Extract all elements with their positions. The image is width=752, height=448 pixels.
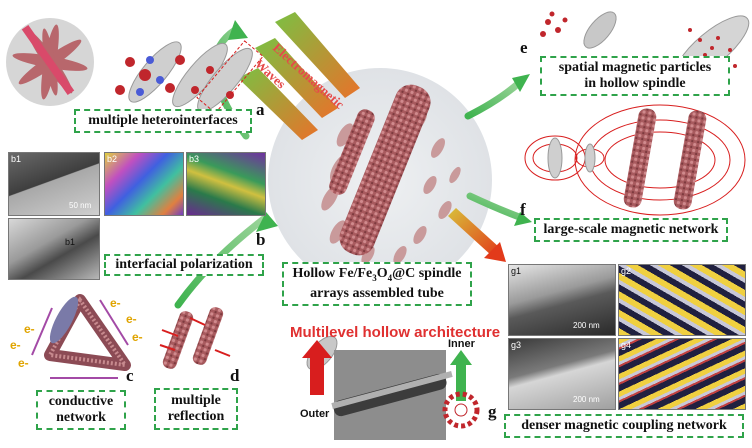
panel-f-letter: f	[520, 200, 526, 219]
inner-label: Inner	[448, 338, 475, 350]
panel-b-letter: b	[256, 230, 266, 249]
panel-a-label-text: multiple heterointerfaces	[88, 113, 238, 128]
micrograph-tag: b1	[65, 237, 76, 247]
title-part: Hollow Fe/Fe	[292, 266, 373, 282]
panel-c-illustration	[31, 294, 131, 379]
panel-g-letter: g	[488, 402, 497, 421]
panel-d-illustration	[159, 307, 231, 369]
micrograph-tag: b1	[11, 154, 22, 164]
micrograph-g1: g1 200 nm	[508, 264, 616, 336]
electron-symbol: e-	[18, 356, 29, 370]
micrograph-b1: b1 50 nm	[8, 152, 100, 216]
micrograph-tag: b2	[107, 154, 118, 164]
title-part: @C spindle	[392, 266, 462, 282]
micrograph-tag: g3	[511, 340, 522, 350]
micrograph-g2: g2	[618, 264, 746, 336]
arrow-to-g	[448, 208, 506, 262]
micrograph-tag: g1	[511, 266, 522, 276]
panel-e-label: spatial magnetic particles in hollow spi…	[540, 56, 730, 96]
micrograph-b2: b2	[104, 152, 184, 216]
panel-g-label: denser magnetic coupling network	[504, 414, 744, 438]
hollow-architecture-illustration	[302, 335, 480, 440]
title-part: O	[376, 266, 388, 282]
electron-symbol: e-	[132, 330, 143, 344]
electron-symbol: e-	[24, 322, 35, 336]
panel-d-label-line2: reflection	[167, 409, 225, 424]
panel-f-illustration	[524, 104, 746, 216]
outer-label: Outer	[300, 408, 330, 420]
panel-d-label-line1: multiple	[171, 393, 221, 408]
electron-symbol: e-	[126, 312, 137, 326]
panel-e-label-line2: in hollow spindle	[584, 76, 686, 91]
panel-f-label-text: large-scale magnetic network	[543, 222, 719, 237]
panel-f-label: large-scale magnetic network	[534, 218, 728, 242]
micrograph-b3: b3	[186, 152, 266, 216]
central-spindle-rods	[329, 84, 431, 256]
panel-d-letter: d	[230, 366, 240, 385]
scale-bar-label: 200 nm	[573, 321, 600, 330]
panel-d-label: multiple reflection	[154, 388, 238, 430]
panel-e-label-line1: spatial magnetic particles	[558, 60, 712, 75]
center-title-line2: arrays assembled tube	[310, 285, 444, 301]
panel-a-label: multiple heterointerfaces	[74, 109, 252, 133]
panel-c-label-line1: conductive	[48, 394, 114, 409]
panel-g-label-text: denser magnetic coupling network	[521, 418, 727, 433]
electron-symbol: e-	[10, 338, 21, 352]
panel-a-illustration	[6, 18, 264, 114]
em-wave-beams	[238, 12, 360, 140]
panel-c-letter: c	[126, 366, 134, 385]
panel-b-label-text: interfacial polarization	[115, 257, 253, 272]
panel-c-label: conductive network	[36, 390, 126, 430]
center-title-line1: Hollow Fe/Fe3O4@C spindle	[292, 266, 461, 286]
panel-a-letter: a	[256, 100, 265, 119]
micrograph-g4: g4	[618, 338, 746, 410]
title-sub: 4	[387, 272, 393, 283]
micrograph-tag: b3	[189, 154, 200, 164]
green-arrowheads	[228, 20, 532, 232]
panel-b-label: interfacial polarization	[104, 254, 264, 276]
scale-bar-label: 200 nm	[573, 395, 600, 404]
center-title: Hollow Fe/Fe3O4@C spindle arrays assembl…	[282, 262, 472, 306]
title-sub: 3	[372, 272, 377, 283]
micrograph-g3: g3 200 nm	[508, 338, 616, 410]
panel-e-letter: e	[520, 38, 528, 57]
hollow-architecture-title: Multilevel hollow architecture	[290, 324, 501, 341]
micrograph-tag: g4	[621, 340, 632, 350]
micrograph-tag: g2	[621, 266, 632, 276]
electron-symbol: e-	[110, 296, 121, 310]
micrograph-b1-lower: b1	[8, 218, 100, 280]
scale-bar-label: 50 nm	[69, 201, 92, 210]
panel-c-label-line2: network	[56, 410, 106, 425]
